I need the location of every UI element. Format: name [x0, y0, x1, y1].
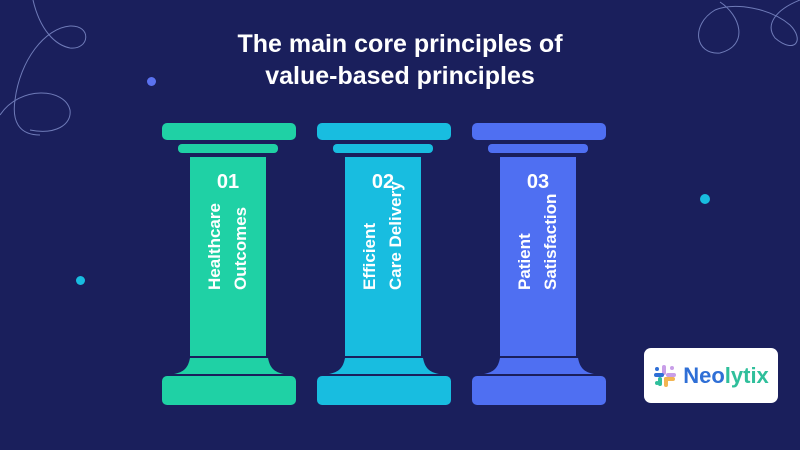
- pillar-efficient-care-delivery: 02 Efficient Care Delivery: [317, 123, 451, 405]
- page-title: The main core principles of value-based …: [0, 28, 800, 92]
- title-line-1: The main core principles of: [237, 30, 563, 58]
- neolytix-wordmark: Neolytix: [683, 362, 769, 388]
- pillar-abacus: [178, 144, 278, 153]
- pillar-number: 03: [526, 171, 550, 193]
- pillar-patient-satisfaction: 03 Patient Satisfaction: [472, 123, 606, 405]
- neolytix-logo-icon: [654, 364, 677, 387]
- pillar-healthcare-outcomes: 01 Healthcare Outcomes: [162, 123, 296, 405]
- pillar-capital: [317, 123, 451, 140]
- pillar-abacus: [488, 144, 588, 153]
- pillar-shaft: 02 Efficient Care Delivery: [345, 157, 421, 356]
- pillar-number: 02: [371, 171, 395, 193]
- pillar-base-flare: [174, 358, 284, 374]
- pillar-plinth: [472, 376, 606, 405]
- pillar-base-flare: [484, 358, 594, 374]
- decorative-dot: [76, 276, 85, 285]
- pillar-abacus: [333, 144, 433, 153]
- pillar-label: Efficient Care Delivery: [360, 181, 405, 290]
- pillar-plinth: [317, 376, 451, 405]
- pillar-capital: [472, 123, 606, 140]
- pillar-capital: [162, 123, 296, 140]
- pillar-shaft: 03 Patient Satisfaction: [500, 157, 576, 356]
- title-line-2: value-based principles: [265, 62, 535, 90]
- neolytix-logo: Neolytix: [644, 348, 778, 403]
- decorative-dot: [700, 194, 710, 204]
- pillar-plinth: [162, 376, 296, 405]
- pillar-base-flare: [329, 358, 439, 374]
- decorative-dot: [147, 77, 156, 86]
- pillar-shaft: 01 Healthcare Outcomes: [190, 157, 266, 356]
- pillar-label: Patient Satisfaction: [515, 193, 560, 290]
- pillar-number: 01: [216, 171, 240, 193]
- pillar-label: Healthcare Outcomes: [205, 203, 250, 290]
